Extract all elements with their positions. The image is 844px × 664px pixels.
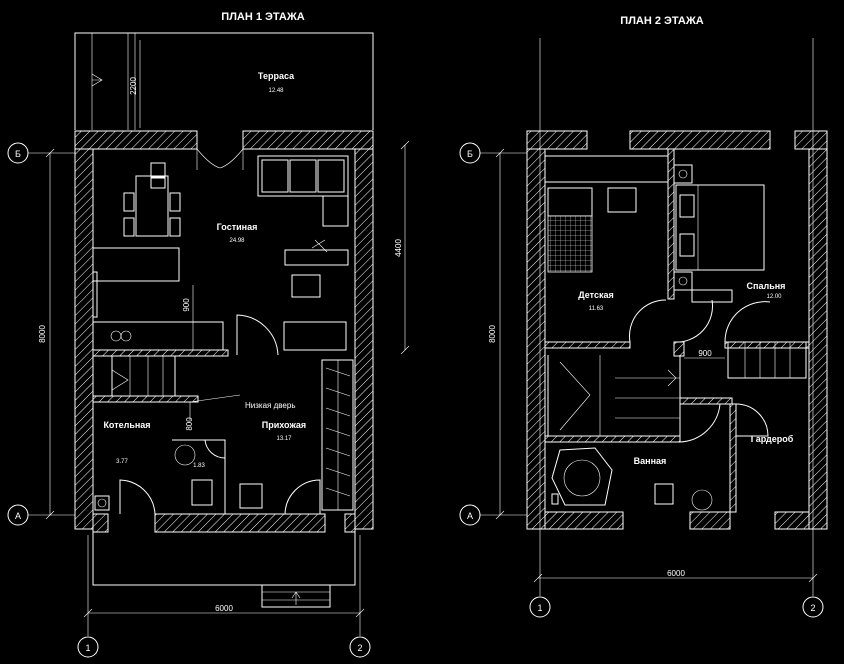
plan2-axes: Б А 1 2 xyxy=(459,38,824,618)
room-name: Терраса xyxy=(258,71,295,81)
plan-2: ПЛАН 2 ЭТАЖА xyxy=(459,15,828,618)
axis-a: А xyxy=(15,511,21,521)
room-name: Ванная xyxy=(634,456,667,466)
terrace-outline xyxy=(74,32,374,130)
living-furniture xyxy=(92,148,349,351)
room-name: Котельная xyxy=(103,420,150,430)
room-area: 13.17 xyxy=(276,436,292,442)
room-area: 12.48 xyxy=(268,88,284,94)
plan1-room-labels: Терраса 12.48 Гостиная 24.98 Котельная 3… xyxy=(103,71,306,469)
plan1-axes: Б А 1 2 xyxy=(7,142,371,658)
dim-900: 900 xyxy=(182,298,191,312)
plan1-walls xyxy=(74,130,374,533)
dim-8000: 8000 xyxy=(488,325,497,343)
dim-2200: 2200 xyxy=(129,77,138,95)
dim-800: 800 xyxy=(185,417,194,431)
room-name: Гостиная xyxy=(217,222,258,232)
plan2-room-labels: Детская 11.63 Спальня 12.00 Ванная Гарде… xyxy=(578,281,793,466)
axis-b: Б xyxy=(467,149,473,159)
low-door-note: Низкая дверь xyxy=(245,401,296,410)
plan2-title: ПЛАН 2 ЭТАЖА xyxy=(620,15,703,27)
axis-1: 1 xyxy=(85,643,90,653)
room-name: Гардероб xyxy=(751,434,794,444)
room-area: 1.83 xyxy=(193,463,205,469)
room-area: 11.63 xyxy=(589,306,604,312)
room-area: 3.77 xyxy=(116,459,128,465)
room-name: Детская xyxy=(578,290,613,300)
room-name: Спальня xyxy=(747,281,786,291)
axis-a: А xyxy=(467,511,473,521)
plan2-walls xyxy=(526,130,828,530)
dim-6000: 6000 xyxy=(667,569,685,578)
plan-1: ПЛАН 1 ЭТАЖА xyxy=(7,11,410,658)
plan2-interior xyxy=(544,155,807,511)
plan1-interior xyxy=(92,271,356,608)
axis-1: 1 xyxy=(537,603,542,613)
axis-2: 2 xyxy=(810,603,815,613)
plan1-dimensions: 2200 8000 4400 900 800 6000 xyxy=(38,40,410,618)
room-area: 24.98 xyxy=(229,238,245,244)
room-area: 12.00 xyxy=(766,294,782,300)
room-name: Прихожая xyxy=(262,420,306,430)
axis-b: Б xyxy=(15,149,21,159)
dim-6000: 6000 xyxy=(215,604,233,613)
plan1-title: ПЛАН 1 ЭТАЖА xyxy=(221,11,304,23)
axis-2: 2 xyxy=(357,643,362,653)
dim-8000: 8000 xyxy=(38,325,47,343)
dim-900: 900 xyxy=(698,349,712,358)
dim-4400: 4400 xyxy=(394,239,403,257)
